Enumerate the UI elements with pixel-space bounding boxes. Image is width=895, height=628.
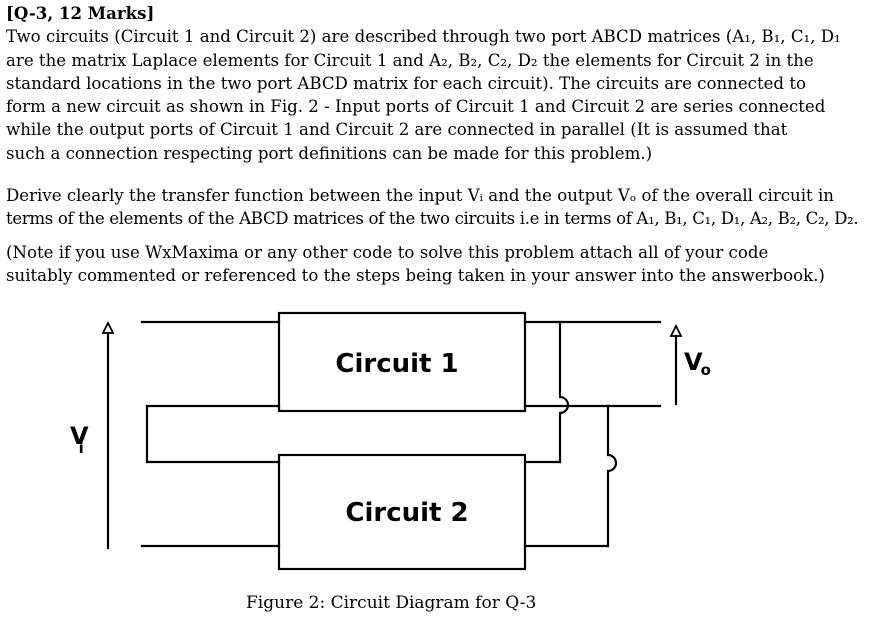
- paragraph1-line-5: while the output ports of Circuit 1 and …: [6, 120, 788, 140]
- paragraph1-line-1: Two circuits (Circuit 1 and Circuit 2) a…: [6, 27, 841, 47]
- question-heading: [Q-3, 12 Marks]: [6, 3, 155, 23]
- paragraph1-line-2: are the matrix Laplace elements for Circ…: [6, 50, 814, 70]
- circuit2-box: [277, 453, 527, 571]
- input-voltage-label: Vi: [70, 422, 89, 457]
- question-paragraph-2: Derive clearly the transfer function bet…: [6, 184, 894, 231]
- paragraph1-line-3: standard locations in the two port ABCD …: [6, 73, 806, 93]
- paragraph3-line-1: (Note if you use WxMaxima or any other c…: [6, 243, 769, 262]
- output-voltage-arrow-head: [669, 323, 683, 337]
- paragraph1-line-6: such a connection respecting port defini…: [6, 143, 653, 163]
- input-voltage-arrow-head: [101, 320, 115, 334]
- question-paragraph-3: (Note if you use WxMaxima or any other c…: [6, 241, 894, 288]
- paragraph2-line-2: terms of the elements of the ABCD matric…: [6, 209, 859, 229]
- figure-caption: Figure 2: Circuit Diagram for Q-3: [246, 593, 537, 613]
- parallel-link-bottom: [606, 404, 618, 548]
- paragraph3-line-2: suitably commented or referenced to the …: [6, 266, 825, 286]
- circuit1-box: [277, 311, 527, 413]
- paragraph2-line-1: Derive clearly the transfer function bet…: [6, 186, 834, 205]
- paragraph1-line-4: form a new circuit as shown in Fig. 2 - …: [6, 97, 826, 117]
- question-paragraph-1: [Q-3, 12 Marks] Two circuits (Circuit 1 …: [6, 2, 894, 165]
- parallel-link-top: [558, 320, 570, 464]
- circuit1-label: Circuit 1: [335, 349, 458, 379]
- output-voltage-label: Vo: [684, 348, 711, 379]
- circuit2-label: Circuit 2: [345, 498, 468, 528]
